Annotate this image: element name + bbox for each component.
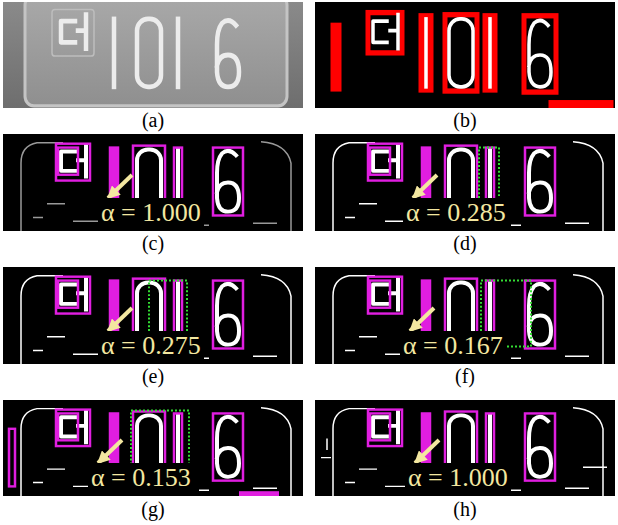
panel-label: (f) (455, 366, 475, 386)
binary-regions (315, 2, 615, 108)
segmentation-panel (315, 400, 615, 496)
panel-label: (g) (141, 499, 164, 519)
segmentation-panel (3, 267, 303, 364)
alpha-value: α = 0.285 (403, 198, 509, 228)
segmentation-panel (3, 134, 303, 231)
segmentation-panel (315, 267, 615, 364)
pointer-arrows (98, 175, 439, 463)
panel-label: (h) (453, 499, 476, 519)
panel-label: (b) (453, 110, 476, 130)
panel-label: (d) (453, 233, 476, 253)
alpha-value: α = 1.000 (98, 198, 204, 228)
segmentation-panel (315, 134, 615, 231)
alpha-value: α = 0.275 (98, 331, 204, 361)
segmentation-panel (3, 400, 303, 496)
alpha-value: α = 0.167 (400, 331, 506, 361)
plate-photo (3, 0, 303, 108)
panel-label: (e) (142, 366, 164, 386)
panel-label: (c) (142, 233, 164, 253)
alpha-value: α = 0.153 (88, 463, 194, 493)
alpha-value: α = 1.000 (405, 463, 511, 493)
panel-label: (a) (142, 110, 164, 130)
